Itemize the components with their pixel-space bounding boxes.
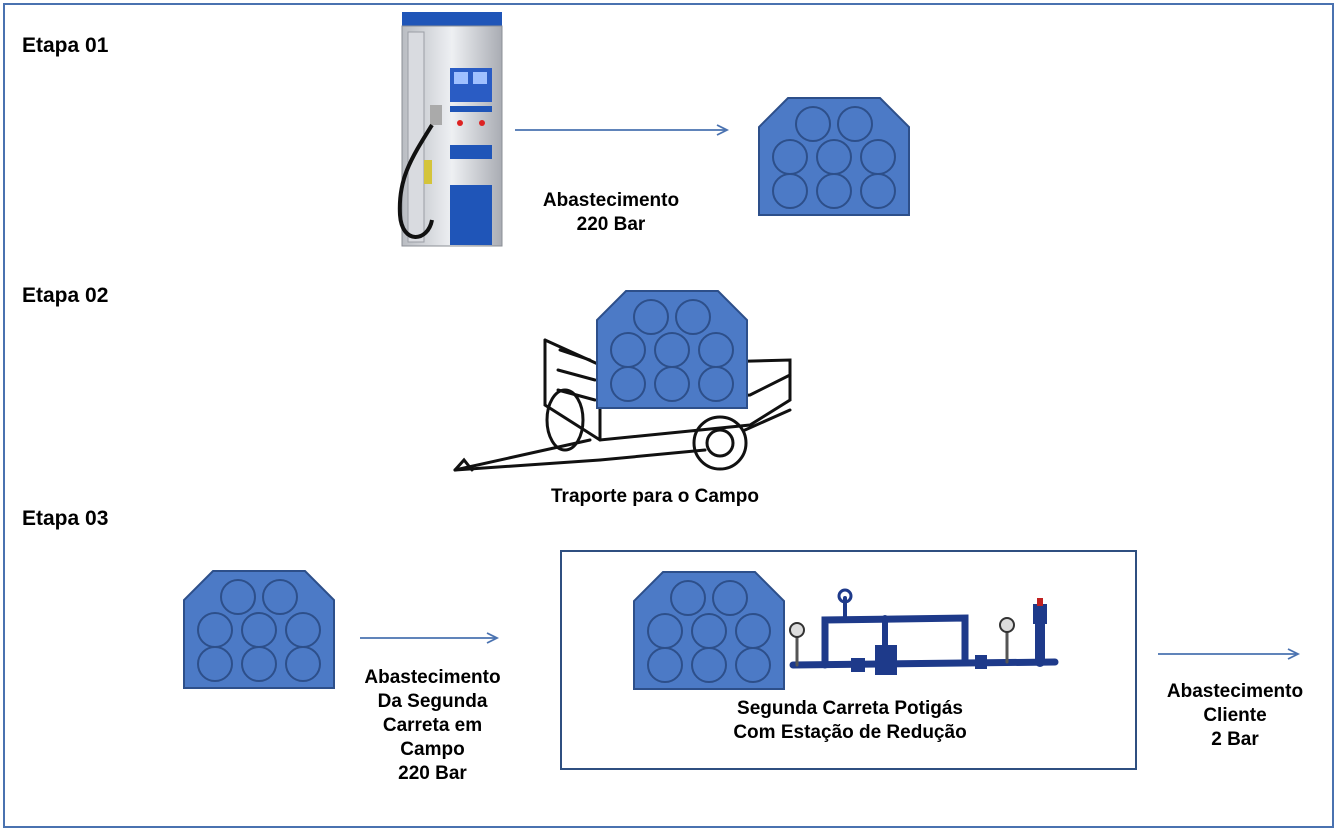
second-trailer-box bbox=[560, 550, 1137, 770]
gas-cylinder-bundle-on-trailer bbox=[596, 290, 748, 409]
caption-line: Carreta em bbox=[382, 715, 483, 736]
diagram-frame bbox=[3, 3, 1334, 828]
caption-second-trailer: Segunda Carreta Potigás Com Estação de R… bbox=[700, 697, 1000, 745]
arrow-second-fill bbox=[360, 632, 500, 644]
caption-line: Abastecimento bbox=[1166, 681, 1304, 702]
caption-line: 220 Bar bbox=[576, 214, 646, 235]
caption-transport: Traporte para o Campo bbox=[551, 486, 759, 507]
stage-3-label: Etapa 03 bbox=[22, 507, 109, 530]
caption-line: Com Estação de Redução bbox=[733, 722, 967, 743]
gas-cylinder-bundle-second-trailer bbox=[633, 571, 785, 690]
caption-second-fill: Abastecimento Da Segunda Carreta em Camp… bbox=[340, 666, 525, 786]
fuel-dispenser-icon bbox=[397, 12, 503, 247]
caption-line: Abastecimento bbox=[542, 190, 680, 211]
caption-fill-220: Abastecimento 220 Bar bbox=[528, 189, 694, 237]
gas-cylinder-bundle-icon bbox=[758, 97, 910, 216]
caption-line: Cliente bbox=[1203, 705, 1267, 726]
stage-1-label: Etapa 01 bbox=[22, 34, 109, 57]
stage-2-label: Etapa 02 bbox=[22, 284, 109, 307]
caption-line: Da Segunda bbox=[377, 691, 488, 712]
arrow-fill-1 bbox=[515, 124, 730, 136]
caption-line: Segunda Carreta Potigás bbox=[737, 698, 963, 719]
caption-line: Campo bbox=[400, 739, 465, 760]
caption-line: 220 Bar bbox=[398, 763, 467, 784]
caption-line: 2 Bar bbox=[1211, 729, 1259, 750]
caption-client: Abastecimento Cliente 2 Bar bbox=[1145, 680, 1325, 752]
gas-cylinder-bundle-stage-3 bbox=[183, 570, 335, 689]
caption-line: Abastecimento bbox=[364, 667, 501, 688]
arrow-client bbox=[1158, 648, 1301, 660]
pressure-reduction-station-icon bbox=[789, 588, 1059, 675]
